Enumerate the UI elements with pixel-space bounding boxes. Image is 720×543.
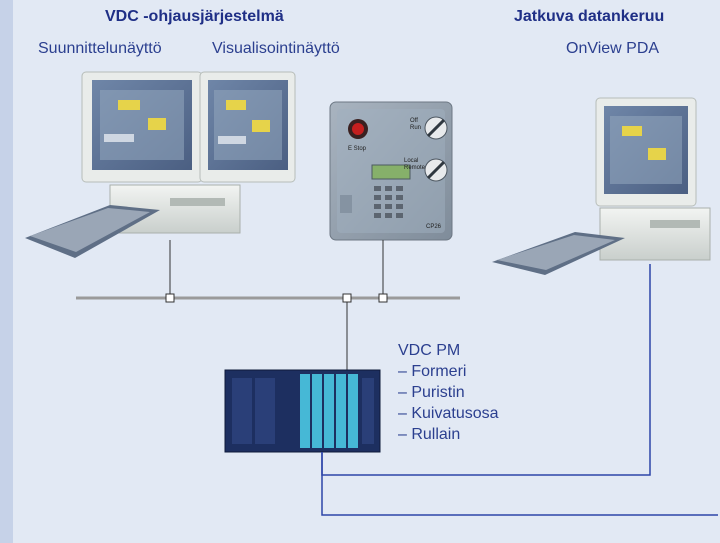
design-workstation	[25, 71, 241, 258]
pm-item-kuivatusosa: – Kuivatusosa	[398, 405, 499, 422]
pm-item-formeri: – Formeri	[398, 363, 467, 380]
data-collection-title: Jatkuva datankeruu	[514, 8, 665, 25]
bus-node	[165, 293, 175, 303]
design-display-label: Suunnittelunäyttö	[38, 40, 162, 57]
onview-workstation	[492, 97, 711, 275]
pm-external-link	[321, 452, 718, 516]
onview-pda-label: OnView PDA	[566, 40, 660, 57]
bus-node	[342, 293, 352, 303]
left-accent-strip	[0, 0, 13, 543]
visualization-workstation	[199, 71, 296, 183]
panel-display	[371, 164, 411, 180]
visualization-display-label: Visualisointinäyttö	[212, 40, 340, 57]
vdc-pm-title: VDC PM	[398, 342, 461, 359]
vdc-system-title: VDC -ohjausjärjestelmä	[105, 8, 284, 25]
vdc-pm-label-block: VDC PM – Formeri – Puristin – Kuivatusos…	[398, 340, 499, 445]
pm-item-rullain: – Rullain	[398, 426, 461, 443]
bus-node	[378, 293, 388, 303]
vdc-pm-rack	[224, 369, 381, 453]
estop-label: E Stop	[348, 146, 367, 152]
panel-model-label: CP26	[426, 224, 442, 230]
pm-item-puristin: – Puristin	[398, 384, 465, 401]
